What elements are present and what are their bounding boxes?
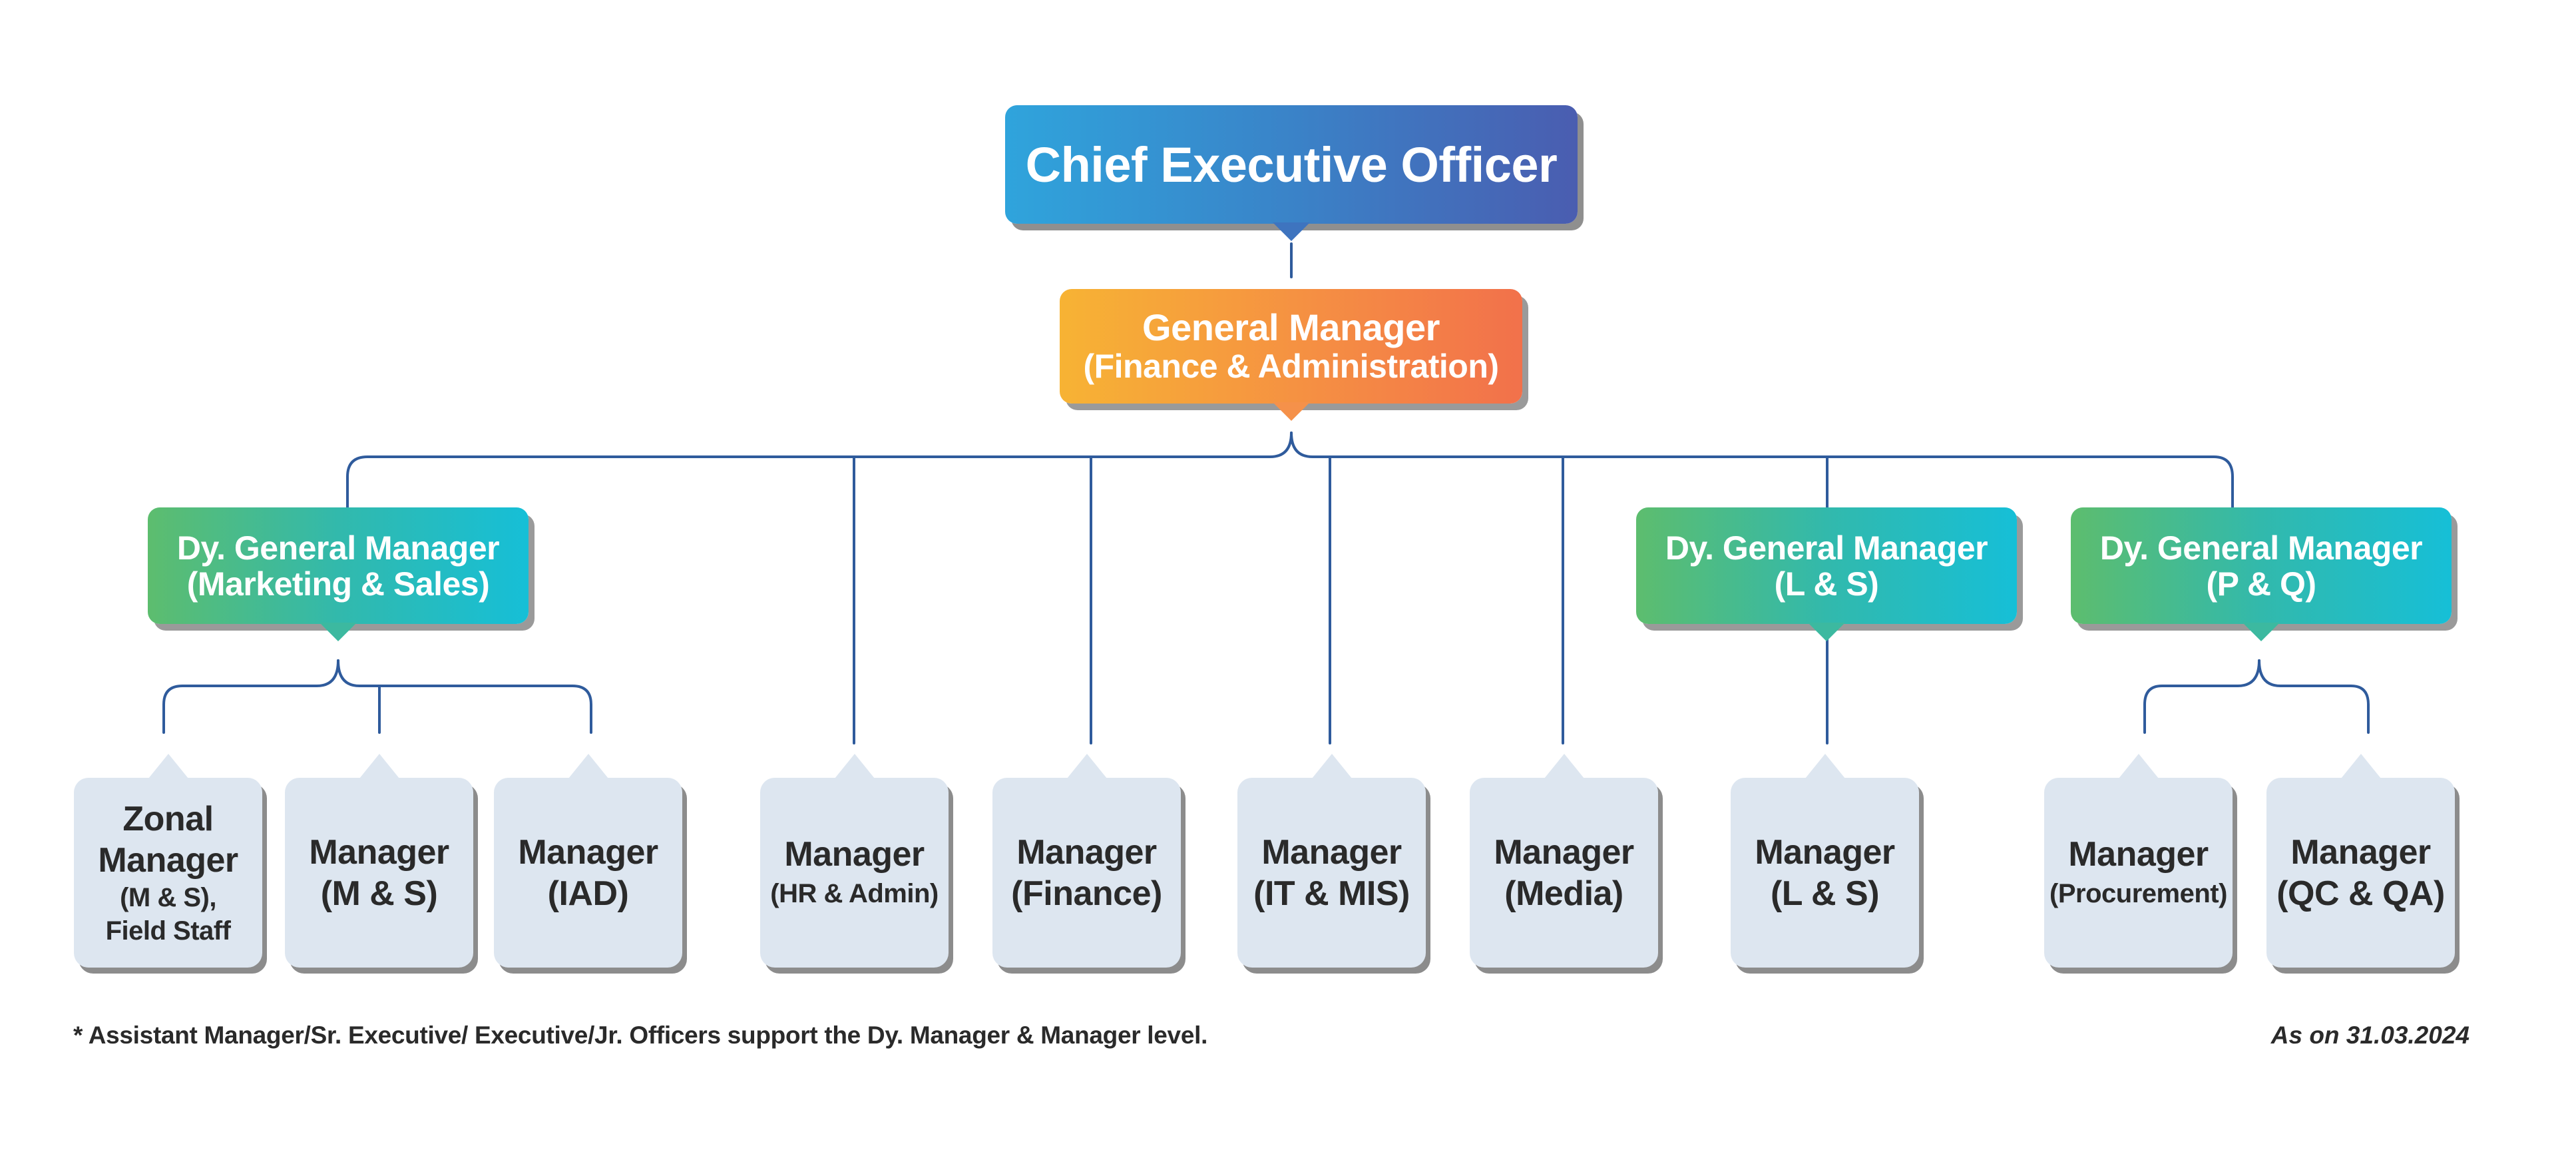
- manager-ls-title: Manager: [1755, 832, 1895, 872]
- dgm-ms-subtitle: (Marketing & Sales): [186, 565, 490, 603]
- manager-ls-pointer: [1805, 754, 1845, 778]
- gm-pointer: [1272, 402, 1310, 421]
- manager-iad-pointer: [568, 754, 608, 778]
- manager-ms-dept: (M & S): [320, 874, 438, 913]
- gm-box: General Manager (Finance & Administratio…: [1060, 289, 1522, 421]
- manager-qc-title: Manager: [2290, 832, 2431, 872]
- gm-subtitle: (Finance & Administration): [1083, 348, 1499, 385]
- dgm-ms-title: Dy. General Manager: [176, 529, 500, 567]
- connector-dgm-ms: [162, 659, 339, 734]
- manager-media-dept: (Media): [1504, 874, 1623, 913]
- manager-hr-title: Manager: [784, 834, 925, 874]
- ceo-box: Chief Executive Officer: [1005, 105, 1578, 241]
- manager-procurement-pointer: [2118, 754, 2159, 778]
- manager-qc-box: Manager (QC & QA): [2266, 754, 2455, 968]
- manager-it-dept: (IT & MIS): [1253, 874, 1410, 913]
- ceo-title: Chief Executive Officer: [1025, 137, 1558, 192]
- dgm-pq-title: Dy. General Manager: [2099, 529, 2423, 567]
- manager-qc-pointer: [2340, 754, 2381, 778]
- dgm-ms-pointer: [320, 623, 357, 641]
- manager-ls-box: Manager (L & S): [1731, 754, 1919, 968]
- manager-it-pointer: [1311, 754, 1352, 778]
- manager-hr-pointer: [834, 754, 875, 778]
- manager-zonal-line1: Zonal: [122, 799, 214, 838]
- as-on-date: As on 31.03.2024: [2270, 1022, 2469, 1049]
- footnote: * Assistant Manager/Sr. Executive/ Execu…: [73, 1022, 1208, 1049]
- manager-finance-title: Manager: [1016, 832, 1157, 872]
- manager-zonal-box: Zonal Manager (M & S), Field Staff: [74, 754, 262, 968]
- manager-zonal-line2: Manager: [98, 840, 238, 880]
- manager-procurement-dept: (Procurement): [2049, 878, 2227, 908]
- dgm-ls-box: Dy. General Manager (L & S): [1636, 507, 2017, 641]
- connector-gm-bus: [346, 432, 1293, 509]
- manager-ms-pointer: [359, 754, 399, 778]
- ceo-pointer: [1273, 222, 1310, 241]
- manager-iad-box: Manager (IAD): [494, 754, 682, 968]
- manager-media-title: Manager: [1494, 832, 1634, 872]
- manager-ls-dept: (L & S): [1770, 874, 1880, 913]
- dgm-ls-pointer: [1808, 623, 1845, 641]
- manager-hr-dept: (HR & Admin): [770, 878, 939, 908]
- manager-procurement-title: Manager: [2068, 834, 2209, 874]
- manager-ms-box: Manager (M & S): [285, 754, 473, 968]
- connector-dgm-pq: [2143, 659, 2260, 734]
- dgm-pq-subtitle: (P & Q): [2206, 565, 2316, 603]
- manager-zonal-line4: Field Staff: [105, 916, 231, 946]
- manager-it-title: Manager: [1261, 832, 1402, 872]
- manager-media-box: Manager (Media): [1470, 754, 1658, 968]
- manager-procurement-box: Manager (Procurement): [2044, 754, 2233, 968]
- manager-qc-dept: (QC & QA): [2276, 874, 2445, 913]
- dgm-pq-pointer: [2243, 623, 2280, 641]
- manager-finance-pointer: [1066, 754, 1107, 778]
- manager-hr-box: Manager (HR & Admin): [760, 754, 949, 968]
- manager-zonal-line3: (M & S),: [120, 882, 216, 912]
- manager-iad-title: Manager: [518, 832, 658, 872]
- manager-ms-title: Manager: [309, 832, 449, 872]
- gm-title: General Manager: [1142, 306, 1440, 348]
- manager-finance-box: Manager (Finance): [992, 754, 1181, 968]
- manager-finance-dept: (Finance): [1011, 874, 1162, 913]
- manager-it-box: Manager (IT & MIS): [1237, 754, 1426, 968]
- dgm-pq-box: Dy. General Manager (P & Q): [2071, 507, 2452, 641]
- connector-dgm-ms-right: [337, 659, 592, 734]
- manager-iad-dept: (IAD): [547, 874, 629, 913]
- dgm-marketing-sales-box: Dy. General Manager (Marketing & Sales): [148, 507, 529, 641]
- dgm-ls-title: Dy. General Manager: [1665, 529, 1988, 567]
- manager-zonal-pointer: [148, 754, 188, 778]
- dgm-ls-subtitle: (L & S): [1774, 565, 1879, 603]
- manager-media-pointer: [1544, 754, 1584, 778]
- connector-dgm-pq-right: [2258, 659, 2370, 734]
- connector-gm-bus-right: [1290, 432, 2234, 509]
